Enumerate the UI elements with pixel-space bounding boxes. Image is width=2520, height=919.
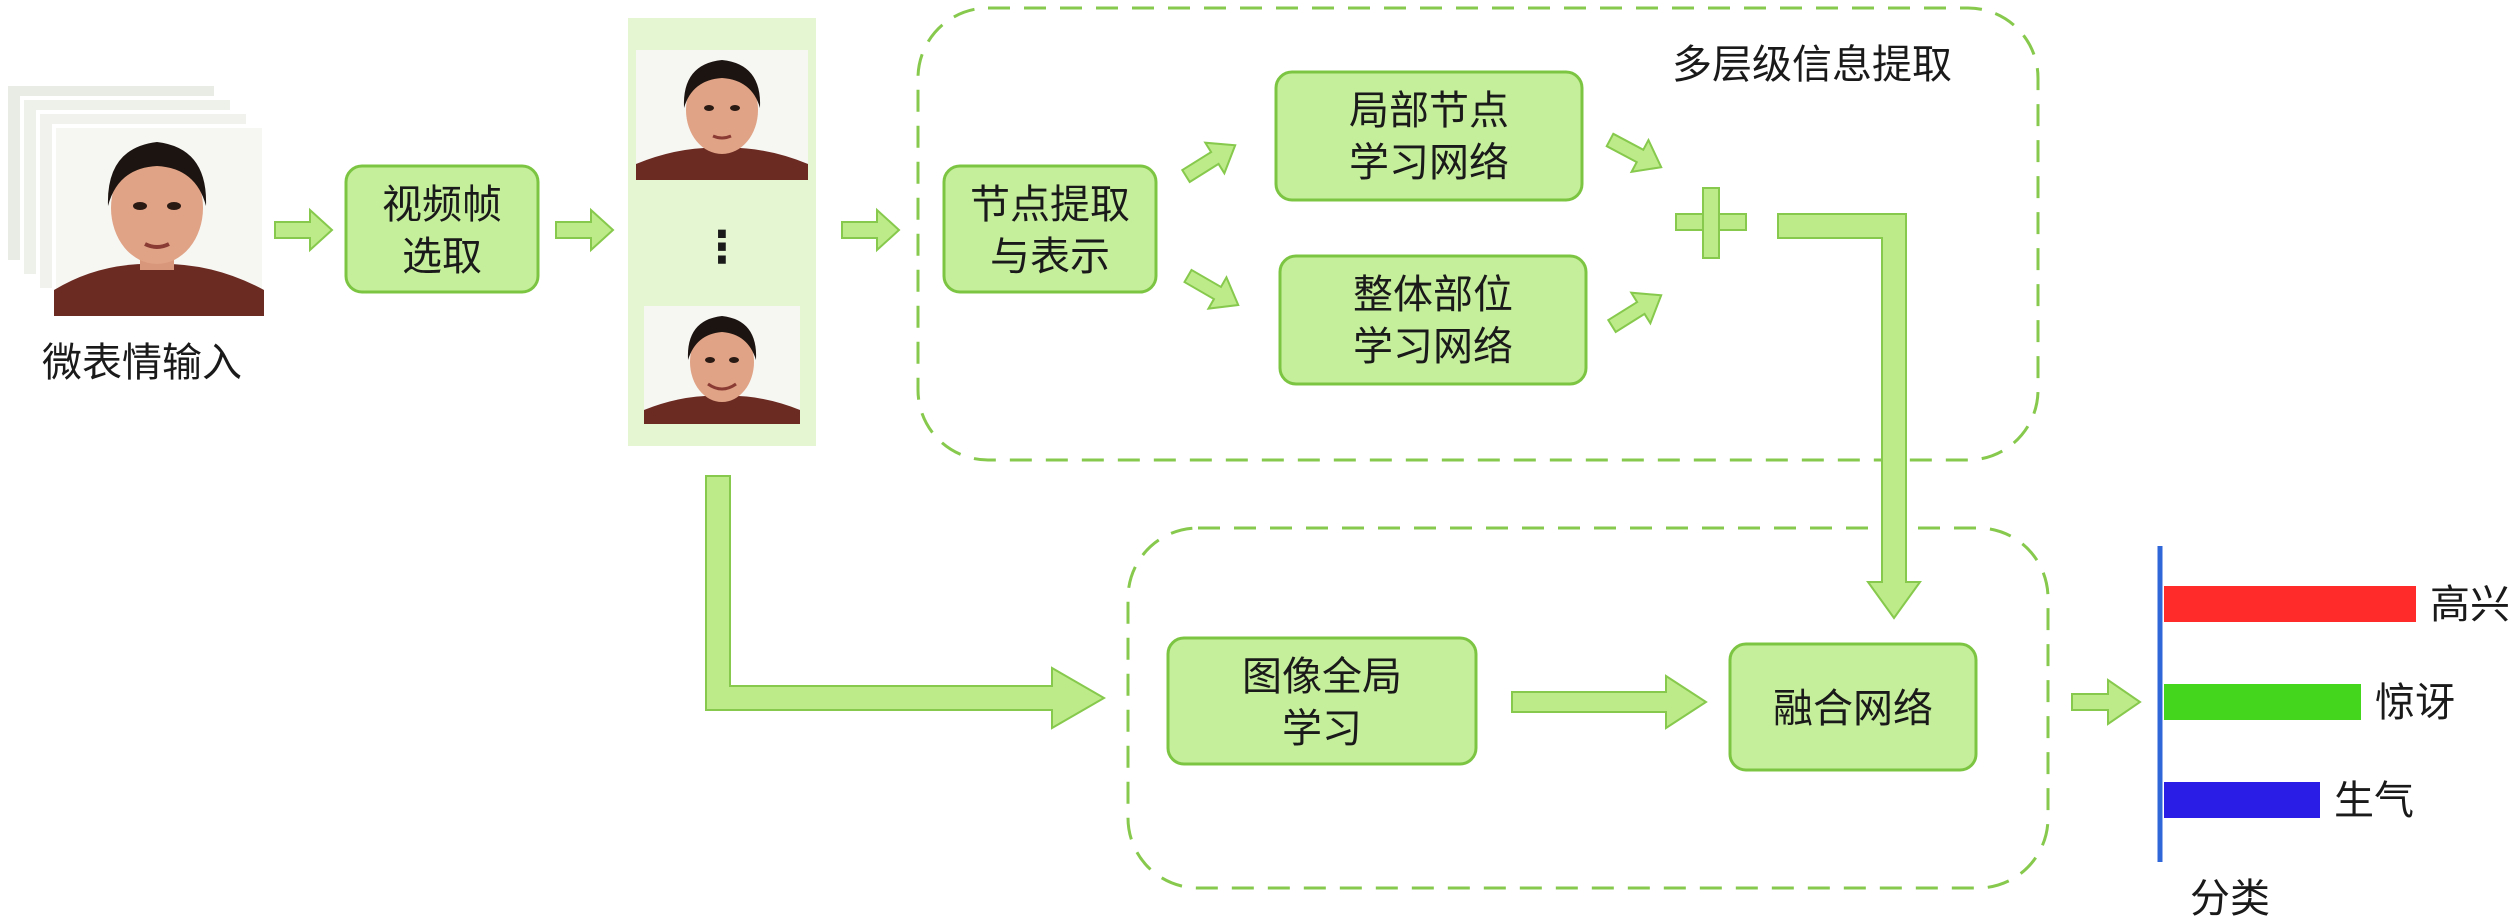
face-thumbnail-front — [52, 124, 266, 318]
arrow-frame-select-to-frames — [555, 207, 615, 253]
global-image-line2: 学习 — [1282, 706, 1362, 752]
input-image-stack — [4, 82, 266, 318]
arrow-local-to-plus — [1605, 132, 1663, 174]
fusion-box: 融合网络 — [1728, 642, 1978, 772]
global-image-box: 图像全局 学习 — [1166, 636, 1478, 766]
selected-frame-bottom — [644, 306, 800, 424]
global-image-line1: 图像全局 — [1242, 654, 1402, 700]
local-node-box: 局部节点 学习网络 — [1274, 70, 1584, 202]
arrow-whole-to-plus — [1606, 291, 1663, 334]
frame-select-line2: 选取 — [402, 234, 482, 280]
arrow-global-to-fusion — [1511, 674, 1708, 730]
classification-label: 分类 — [2190, 876, 2270, 919]
fusion-label: 融合网络 — [1773, 686, 1933, 732]
arrow-to-local-node — [1180, 141, 1237, 184]
arrow-frames-to-node-extract — [841, 207, 901, 253]
frame-select-box: 视频帧 选取 — [344, 164, 540, 294]
whole-part-box: 整体部位 学习网络 — [1278, 254, 1588, 386]
arrow-to-whole-part — [1183, 268, 1240, 310]
arrow-frames-to-global — [705, 475, 1107, 730]
arrow-fusion-to-classification — [2071, 678, 2142, 726]
arrow-plus-to-fusion — [1777, 213, 1922, 620]
plus-symbol — [1675, 187, 1747, 259]
class-bar-0 — [2164, 586, 2416, 622]
frame-select-line1: 视频帧 — [382, 182, 502, 228]
class-bar-1 — [2164, 684, 2361, 720]
frames-ellipsis: ⋮ — [700, 222, 744, 273]
multi-level-group — [916, 6, 2040, 462]
class-bar-2 — [2164, 782, 2320, 818]
class-label-0: 高兴 — [2430, 582, 2510, 628]
whole-part-line2: 学习网络 — [1353, 324, 1513, 370]
arrow-input-to-frame-select — [274, 207, 334, 253]
whole-part-line1: 整体部位 — [1353, 272, 1513, 318]
node-extract-box: 节点提取 与表示 — [942, 164, 1158, 294]
class-label-1: 惊讶 — [2375, 680, 2455, 726]
selected-frames-panel: ⋮ — [628, 18, 816, 446]
local-node-line2: 学习网络 — [1349, 140, 1509, 186]
node-extract-line2: 与表示 — [990, 234, 1110, 280]
local-node-line1: 局部节点 — [1349, 88, 1509, 134]
node-extract-line1: 节点提取 — [970, 182, 1130, 228]
class-label-2: 生气 — [2334, 778, 2414, 824]
multi-level-title: 多层级信息提取 — [1672, 42, 1952, 88]
selected-frame-top — [636, 50, 808, 180]
input-label: 微表情输入 — [42, 340, 242, 386]
